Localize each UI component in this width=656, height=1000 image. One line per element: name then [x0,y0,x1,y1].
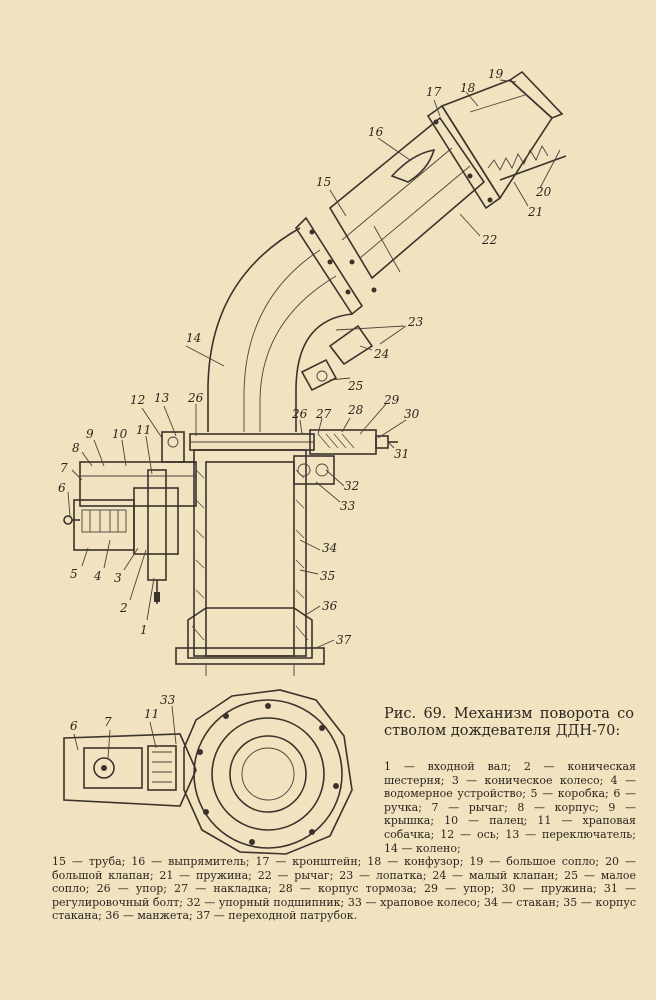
callout-25: 25 [347,379,363,393]
callout-36: 36 [322,599,338,613]
drive-mechanism [63,431,197,604]
callout-24: 24 [373,347,389,361]
callout-labels: 1 2 3 4 5 6 7 8 9 10 11 12 13 14 15 16 1… [58,67,552,733]
callout-16: 16 [368,125,384,139]
callout-28: 28 [347,403,364,417]
callout-27: 27 [315,407,332,421]
callout-26-left: 26 [187,391,204,405]
callout-5: 5 [70,567,78,581]
callout-8: 8 [72,441,80,455]
leader-lines [67,79,561,649]
callout-3: 3 [114,571,122,585]
small-nozzle-assembly [300,324,405,392]
callout-30: 30 [404,407,420,421]
callout-37: 37 [336,633,352,647]
plan-callout-7: 7 [104,715,112,729]
callout-32: 32 [344,479,359,493]
callout-33: 33 [340,499,356,513]
callout-18: 18 [460,81,476,95]
lower-assembly [175,429,398,676]
callout-21: 21 [527,205,543,219]
callout-2: 2 [119,601,128,615]
callout-6: 6 [58,481,66,495]
callout-10: 10 [112,427,128,441]
callout-29: 29 [383,393,400,407]
elbow [207,227,353,432]
callout-23: 23 [407,315,424,329]
barrel [294,70,567,316]
callout-17: 17 [426,85,442,99]
callout-11: 11 [136,423,151,437]
plan-callout-33: 33 [160,693,176,707]
plan-callout-11: 11 [144,707,159,721]
figure-legend-right: 1 — входной вал; 2 — кони­ческая шестерн… [384,760,636,855]
callout-9: 9 [86,427,94,441]
callout-14: 14 [186,331,201,345]
callout-7: 7 [60,461,68,475]
callout-34: 34 [322,541,337,555]
callout-19: 19 [488,67,504,81]
plan-callout-6: 6 [70,719,78,733]
callout-31: 31 [394,447,409,461]
callout-26-right: 26 [291,407,308,421]
callout-12: 12 [130,393,145,407]
callout-1: 1 [140,623,148,637]
callout-20: 20 [535,185,552,199]
plan-view [63,689,353,855]
callout-35: 35 [320,569,335,583]
callout-22: 22 [481,233,497,247]
callout-15: 15 [316,175,331,189]
callout-13: 13 [154,391,170,405]
figure-caption-title: Рис. 69. Механизм пово­рота со стволом д… [384,706,634,739]
figure-legend-bottom: 15 — труба; 16 — выпрямитель; 17 — кронш… [52,855,636,923]
technical-drawing: 1 2 3 4 5 6 7 8 9 10 11 12 13 14 15 16 1… [58,67,567,855]
callout-4: 4 [93,569,102,583]
